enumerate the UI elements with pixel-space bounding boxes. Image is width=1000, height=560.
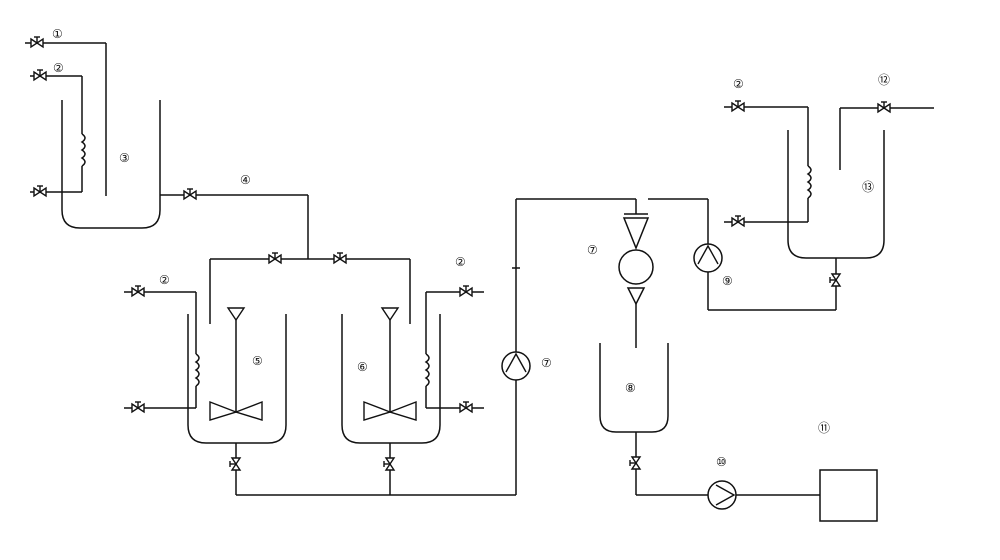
discharge-line [229,198,637,496]
heating-coil-reactor-5 [124,285,200,413]
pump-9 [693,243,723,273]
label-12: ⑫ [878,73,890,87]
heating-coil-tank-3 [30,69,86,197]
label-3: ③ [119,151,130,165]
tank-8 [599,343,820,496]
feed-line-1 [25,36,107,196]
label-13: ⑬ [862,180,874,194]
label-2: ② [53,61,64,75]
label-2: ② [733,77,744,91]
recycle-line [648,198,841,311]
tank-3 [61,100,161,229]
reactor-5 [187,307,287,444]
heating-coil-reactor-6 [424,285,484,413]
transfer-line-4 [160,188,411,324]
label-11: ⑪ [818,421,830,435]
pump-10 [707,480,737,510]
label-6: ⑥ [357,360,368,374]
label-2: ② [455,255,466,269]
collector-11 [819,469,878,522]
label-9: ⑨ [722,274,733,288]
label-10: ⑩ [716,455,727,469]
label-7: ⑦ [587,243,598,257]
label-1: ① [52,27,63,41]
label-8: ⑧ [625,381,636,395]
label-5: ⑤ [252,354,263,368]
label-2: ② [159,273,170,287]
pump-7 [501,351,531,381]
label-4: ④ [240,173,251,187]
tank-13 [787,101,934,259]
separator-7 [618,213,654,348]
label-7: ⑦ [541,356,552,370]
heating-coil-tank-13 [724,100,812,227]
reactor-6 [341,307,441,444]
